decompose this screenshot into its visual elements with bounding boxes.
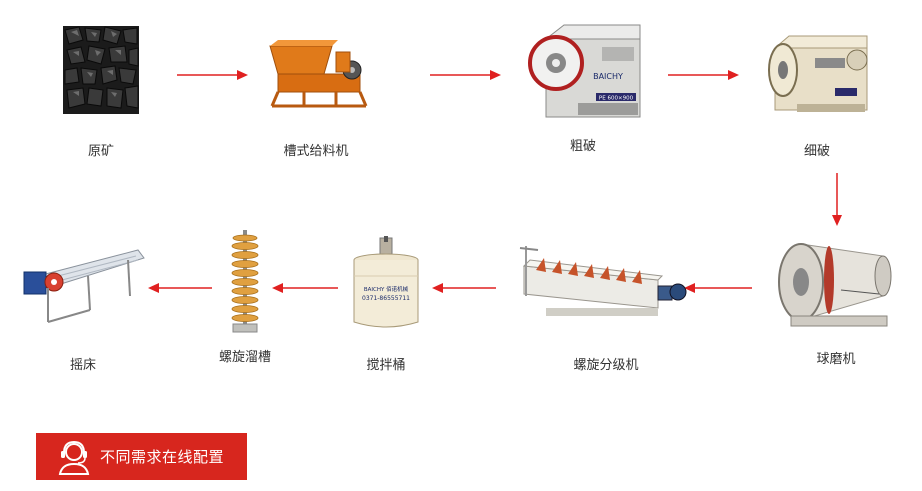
step-trough-feeder: 槽式给料机 <box>246 22 386 159</box>
flow-arrow-right <box>430 70 501 80</box>
tank-phone-text: 0371-86555711 <box>362 295 410 302</box>
step-label: 螺旋溜槽 <box>218 350 271 365</box>
trough-feeder-image <box>256 22 376 122</box>
step-fine-crushing: 细破 <box>747 22 887 159</box>
tank-brand-text: BAICHY 佰诺机械 <box>364 285 409 293</box>
agitation-tank-image: BAICHY 佰诺机械 0371-86555711 <box>326 236 446 336</box>
customer-service-icon <box>58 440 90 475</box>
spiral-classifier-image <box>516 236 696 336</box>
online-config-button[interactable]: 不同需求在线配置 <box>36 433 247 480</box>
spiral-classifier-icon <box>519 246 687 316</box>
step-label: 槽式给料机 <box>283 144 349 159</box>
step-label: 粗破 <box>569 139 596 154</box>
shaking-table-icon <box>23 249 145 323</box>
spiral-chute-icon <box>231 230 259 333</box>
step-ball-mill: 球磨机 <box>766 230 906 367</box>
step-spiral-classifier: 螺旋分级机 <box>519 236 687 373</box>
agitation-tank-icon: BAICHY 佰诺机械 0371-86555711 <box>353 236 419 328</box>
shaking-table-image <box>18 236 148 336</box>
trough-feeder-icon <box>269 40 368 108</box>
step-coarse-crushing: BAICHY PE 600×900 粗破 <box>513 17 653 154</box>
fine-crusher-icon <box>768 35 868 112</box>
flow-arrow-left <box>684 283 752 293</box>
flow-arrow-right <box>668 70 739 80</box>
ball-mill-image <box>776 230 896 335</box>
ball-mill-icon <box>778 243 892 327</box>
ore-pile-icon <box>63 26 139 114</box>
jaw-brand-text: BAICHY <box>593 72 623 81</box>
step-raw-ore: 原矿 <box>31 22 171 159</box>
step-label: 细破 <box>803 144 830 159</box>
flow-arrow-right <box>177 70 248 80</box>
step-label: 搅拌桶 <box>366 358 406 373</box>
raw-ore-image <box>41 22 161 122</box>
step-label: 原矿 <box>87 144 114 159</box>
flow-arrow-left <box>272 283 338 293</box>
online-config-label: 不同需求在线配置 <box>100 448 225 466</box>
step-label: 摇床 <box>69 358 96 373</box>
step-spiral-chute: 螺旋溜槽 <box>175 228 315 365</box>
step-shaking-table: 摇床 <box>13 236 153 373</box>
flow-arrow-down <box>832 173 842 226</box>
fine-crusher-image <box>757 22 877 122</box>
jaw-crusher-icon: BAICHY PE 600×900 <box>528 24 641 118</box>
flow-arrow-left <box>148 283 212 293</box>
flow-arrow-left <box>432 283 496 293</box>
step-agitation-tank: BAICHY 佰诺机械 0371-86555711 搅拌桶 <box>316 236 456 373</box>
spiral-chute-image <box>185 228 305 336</box>
jaw-crusher-image: BAICHY PE 600×900 <box>523 17 643 127</box>
step-label: 球磨机 <box>816 352 856 367</box>
step-label: 螺旋分级机 <box>573 358 639 373</box>
jaw-model-text: PE 600×900 <box>599 96 634 102</box>
